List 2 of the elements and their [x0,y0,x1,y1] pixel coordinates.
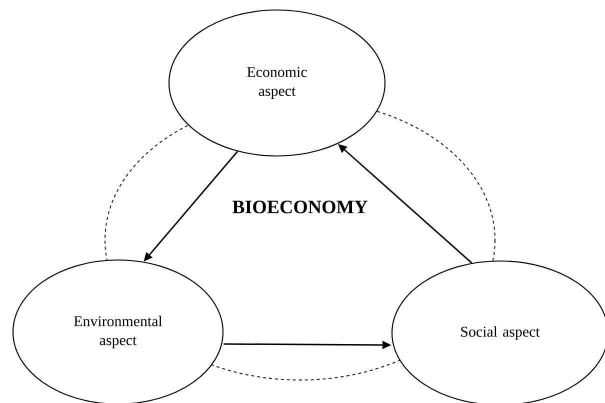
center-label: BIOECONOMY [232,200,368,214]
node-label: Social aspect [461,326,540,340]
